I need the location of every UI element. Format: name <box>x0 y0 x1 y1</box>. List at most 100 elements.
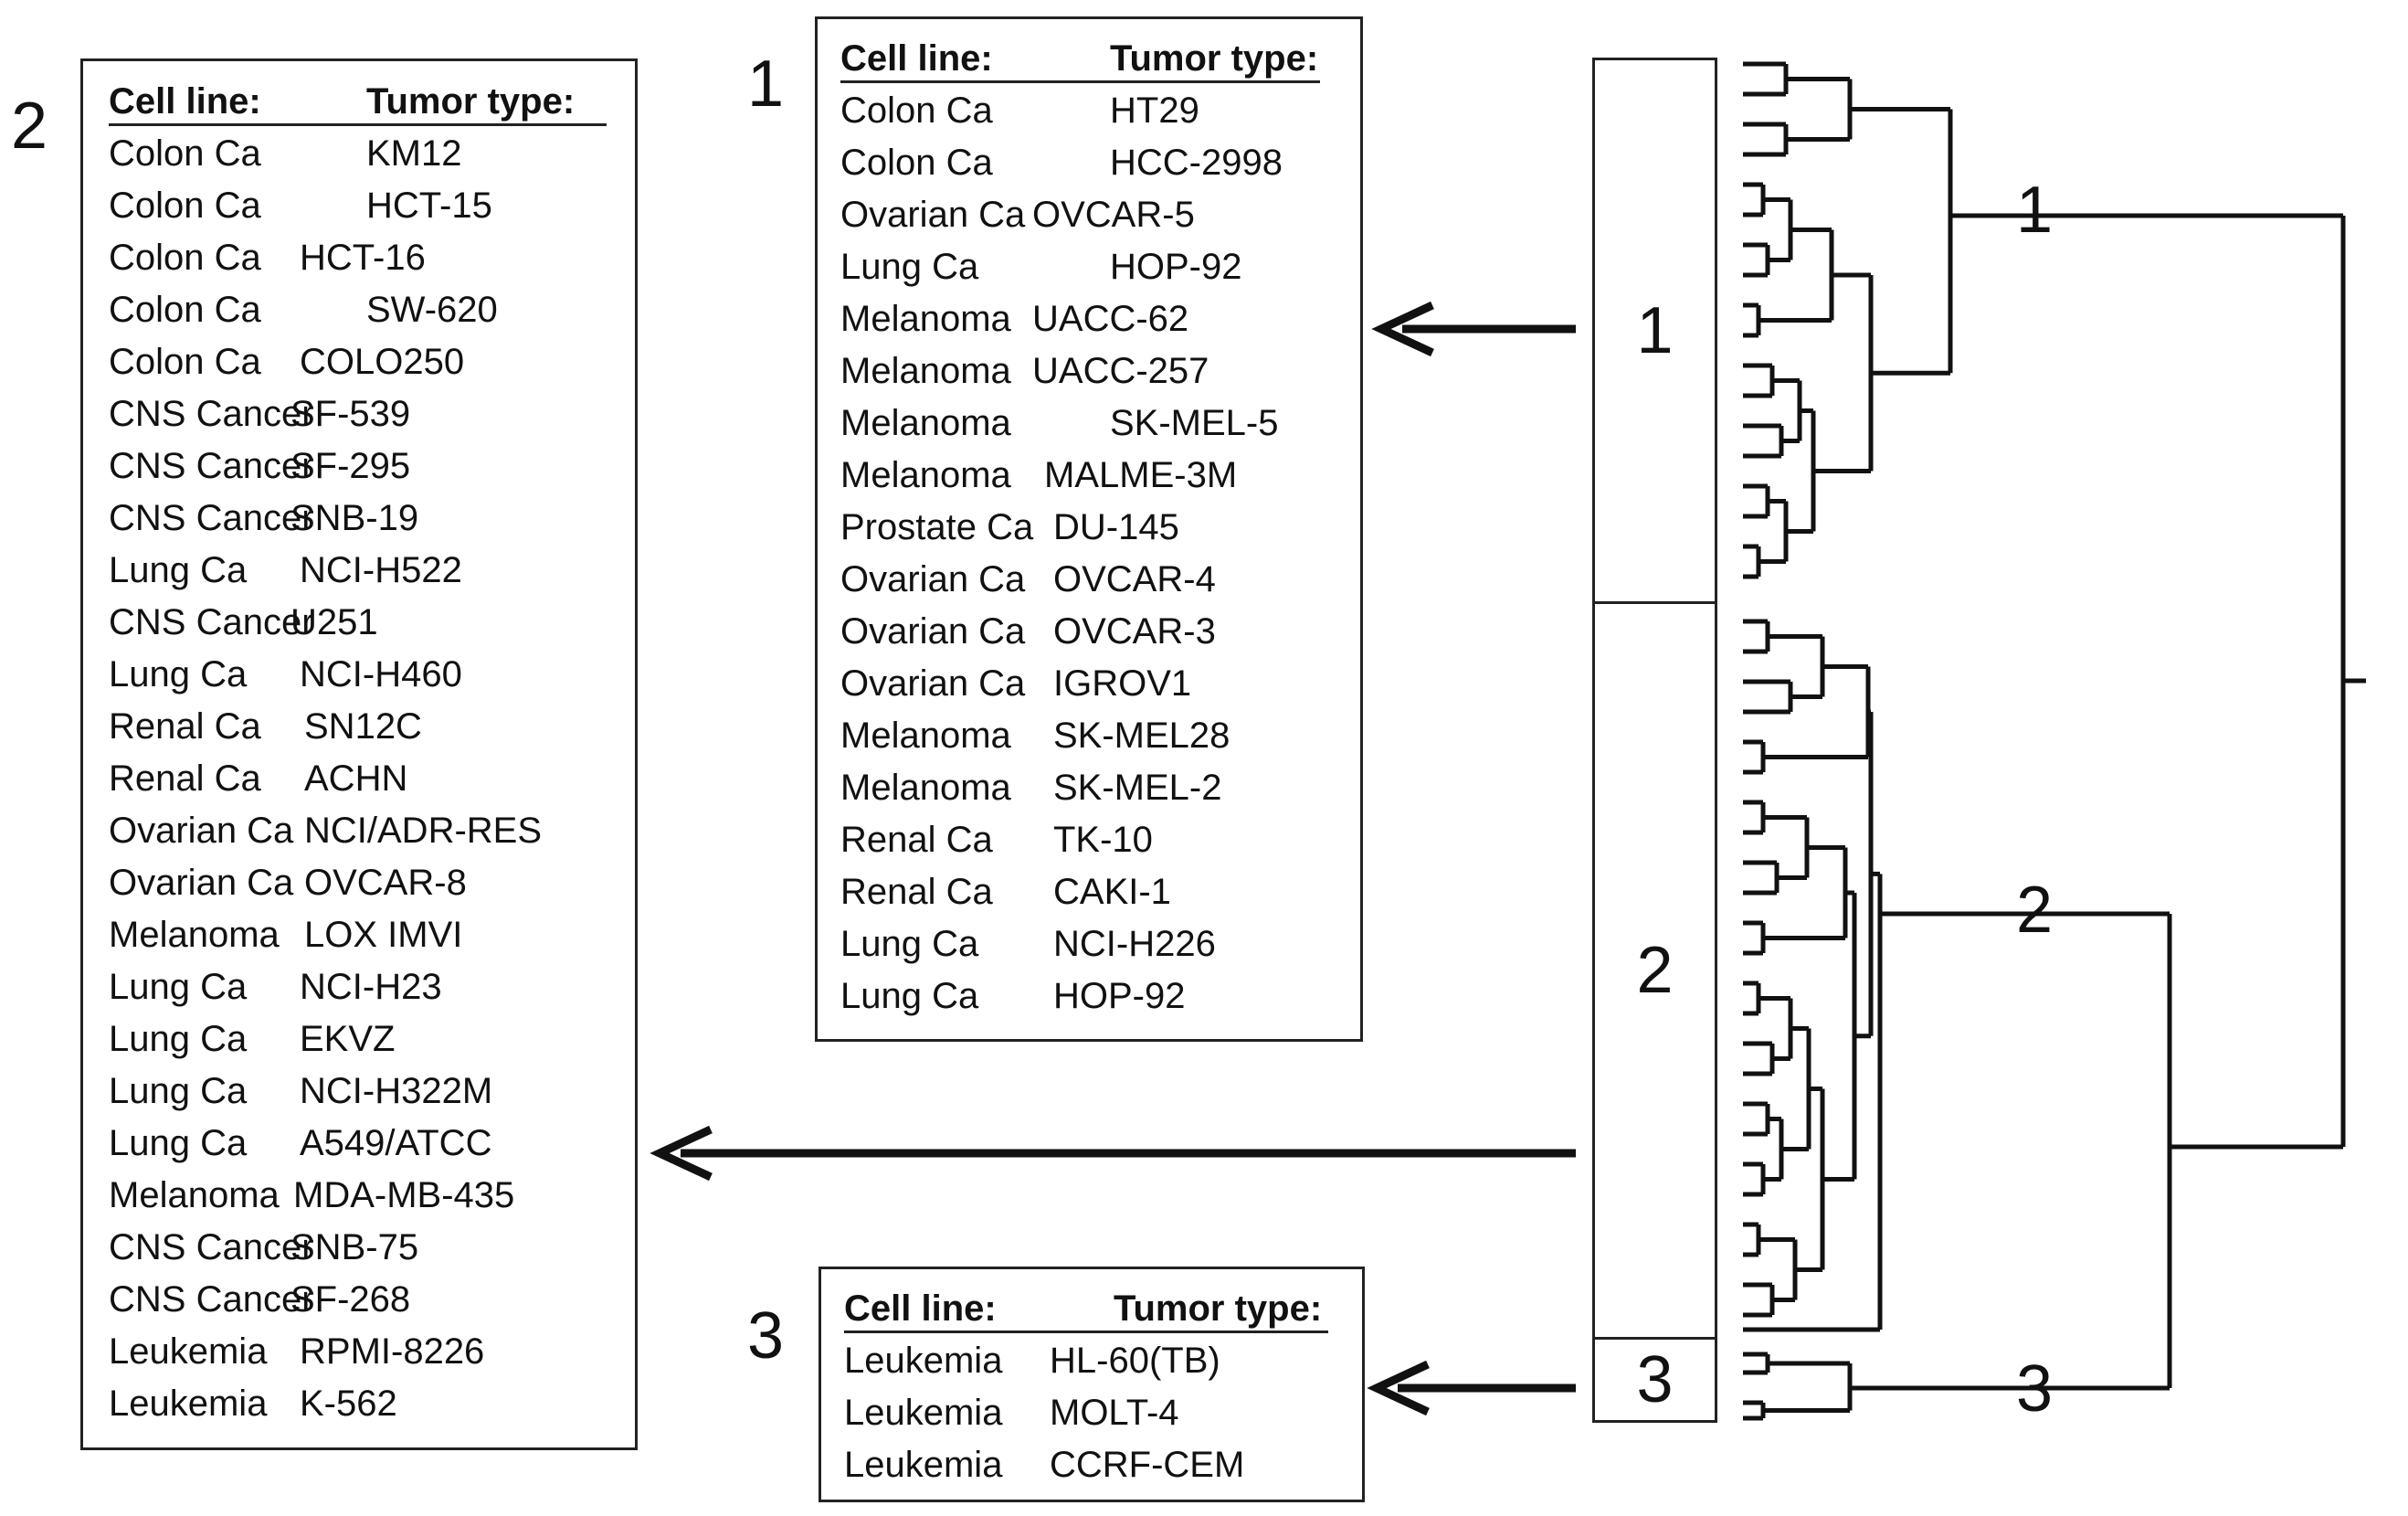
tumor-type-value: UACC-62 <box>1032 299 1189 339</box>
tumor-type-value: HOP-92 <box>1110 247 1242 287</box>
cell-line-value: Colon Ca <box>109 238 261 278</box>
tumor-type-value: RPMI-8226 <box>300 1331 485 1372</box>
cell-line-value: Colon Ca <box>840 90 993 131</box>
tumor-type-value: SN12C <box>304 706 422 747</box>
tumor-type-value: OVCAR-4 <box>1053 559 1216 599</box>
table-row: Lung Ca NCI-H23 <box>83 961 635 1013</box>
cell-line-value: Lung Ca <box>109 550 248 590</box>
tumor-type-value: KM12 <box>366 133 462 174</box>
cluster-bar-label-3: 3 <box>1636 1343 1674 1416</box>
header-cell-line: Cell line: <box>840 38 993 79</box>
tumor-type-value: K-562 <box>300 1383 397 1424</box>
cell-line-value: Colon Ca <box>840 143 993 183</box>
header-cell-line: Cell line: <box>109 81 261 122</box>
cell-line-value: Melanoma <box>840 299 1011 339</box>
cluster-bar-segment-2: 2 <box>1592 601 1717 1340</box>
header-cell-line: Cell line: <box>844 1288 997 1329</box>
tumor-type-value: CAKI-1 <box>1053 872 1171 912</box>
table-row: Melanoma SK-MEL28 <box>818 710 1360 762</box>
cell-line-value: Lung Ca <box>109 967 248 1007</box>
tumor-type-value: NCI/ADR-RES <box>304 811 543 851</box>
table-row: Ovarian Ca OVCAR-3 <box>818 606 1360 658</box>
cell-line-value: Ovarian Ca <box>840 559 1026 599</box>
cell-line-value: Colon Ca <box>109 186 261 226</box>
table-row: Melanoma LOX IMVI <box>83 909 635 961</box>
dendrogram-label-3: 3 <box>2016 1352 2054 1426</box>
cell-line-value: Colon Ca <box>109 133 261 174</box>
tumor-type-value: ACHN <box>304 758 408 799</box>
cell-line-value: Prostate Ca <box>840 507 1034 547</box>
header-tumor-type: Tumor type: <box>1110 38 1319 79</box>
cell-line-value: Melanoma <box>840 768 1011 808</box>
tumor-type-value: EKVZ <box>300 1019 396 1059</box>
cluster-bar-label-2: 2 <box>1636 934 1674 1007</box>
arrow-to-cluster-3 <box>1367 1360 1576 1416</box>
tumor-type-value: HCT-16 <box>300 238 426 278</box>
cluster-1-number: 1 <box>747 48 785 121</box>
tumor-type-value: MDA-MB-435 <box>293 1175 515 1215</box>
cell-line-value: Colon Ca <box>109 342 261 382</box>
cell-line-value: Melanoma <box>840 716 1011 756</box>
cell-line-value: Renal Ca <box>109 706 261 747</box>
cell-line-value: Lung Ca <box>840 924 979 964</box>
table-row: Colon Ca COLO250 <box>83 336 635 388</box>
cluster-bar-label-1: 1 <box>1636 294 1674 367</box>
tumor-type-value: SK-MEL28 <box>1053 716 1230 756</box>
dendrogram-label-1: 1 <box>2016 174 2054 247</box>
cell-line-value: Leukemia <box>844 1445 1003 1485</box>
table-row: Renal Ca TK-10 <box>818 814 1360 866</box>
cell-line-value: Renal Ca <box>840 820 993 860</box>
tumor-type-value: TK-10 <box>1053 820 1153 860</box>
table-row: Melanoma MDA-MB-435 <box>83 1170 635 1222</box>
tumor-type-value: HCC-2998 <box>1110 143 1283 183</box>
tumor-type-value: CCRF-CEM <box>1050 1445 1245 1485</box>
table-row: Renal Ca ACHN <box>83 753 635 805</box>
tumor-type-value: COLO250 <box>300 342 465 382</box>
tumor-type-value: MALME-3M <box>1044 455 1238 495</box>
cell-line-value: Renal Ca <box>109 758 261 799</box>
cell-line-value: CNS Cancer <box>109 498 314 538</box>
cell-line-value: Melanoma <box>109 915 280 955</box>
cell-line-value: Ovarian Ca <box>109 863 294 903</box>
cell-line-value: CNS Cancer <box>109 446 314 486</box>
cell-line-value: Melanoma <box>840 351 1011 391</box>
tumor-type-value: NCI-H23 <box>300 967 442 1007</box>
cell-line-value: Ovarian Ca <box>840 195 1026 235</box>
cell-line-value: Ovarian Ca <box>840 663 1026 704</box>
tumor-type-value: NCI-H322M <box>300 1071 493 1111</box>
cell-line-value: Renal Ca <box>840 872 993 912</box>
table-header: Cell line:Tumor type: <box>83 76 635 128</box>
cell-line-value: CNS Cancer <box>109 1279 314 1320</box>
cell-line-value: Lung Ca <box>840 247 979 287</box>
cell-line-value: Melanoma <box>840 403 1011 443</box>
cluster-2-number: 2 <box>11 90 48 163</box>
table-row: Lung Ca HOP-92 <box>818 241 1360 293</box>
tumor-type-value: LOX IMVI <box>304 915 463 955</box>
cell-line-value: Ovarian Ca <box>840 611 1026 652</box>
tumor-type-value: HCT-15 <box>366 186 492 226</box>
cell-line-value: Colon Ca <box>109 290 261 330</box>
tumor-type-value: MOLT-4 <box>1050 1393 1179 1433</box>
cell-line-value: Melanoma <box>109 1175 280 1215</box>
tumor-type-value: OVCAR-3 <box>1053 611 1216 652</box>
header-rule <box>844 1330 1328 1333</box>
tumor-type-value: U251 <box>290 602 378 642</box>
arrow-to-cluster-1 <box>1371 301 1576 357</box>
cell-line-value: CNS Cancer <box>109 602 314 642</box>
